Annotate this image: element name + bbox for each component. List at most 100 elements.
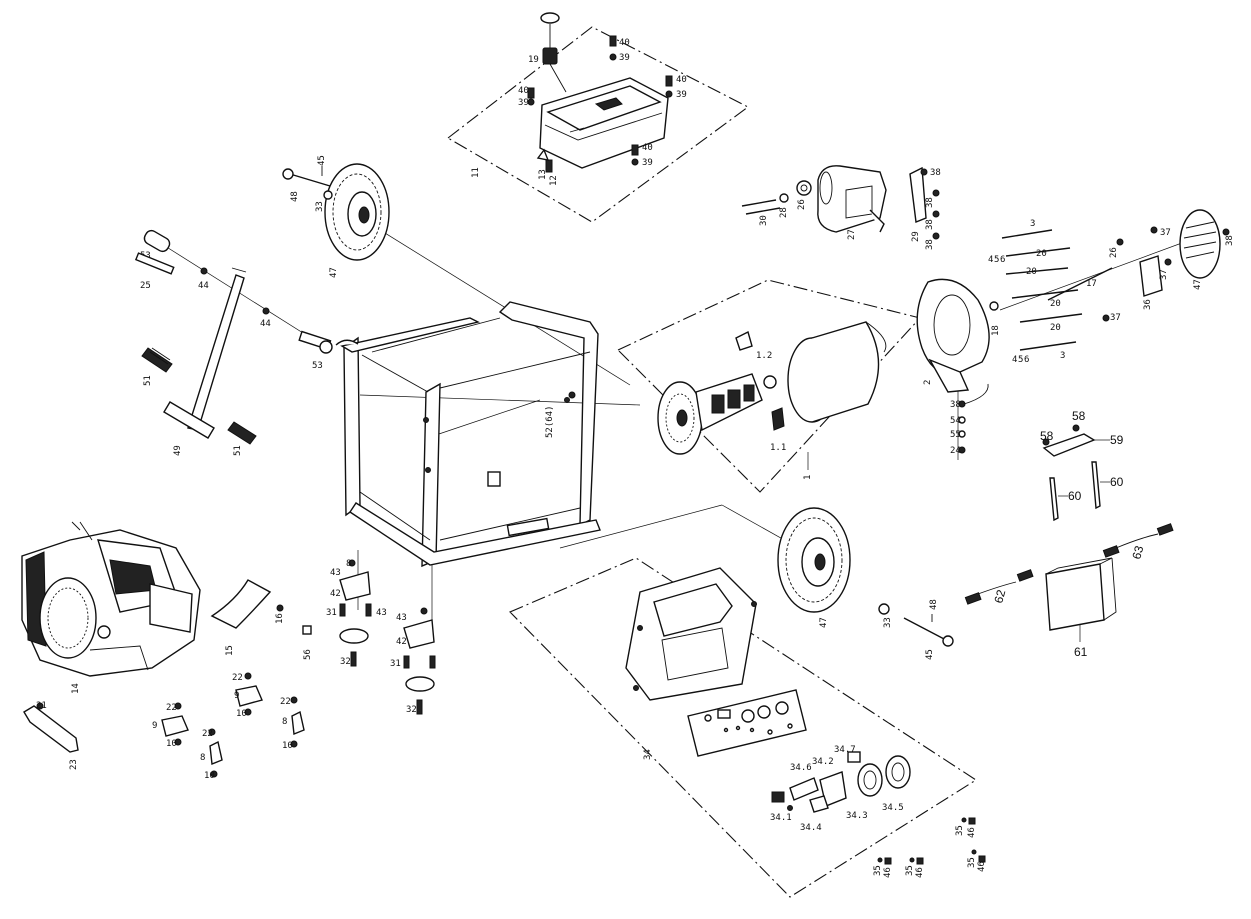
label-long-bolt-3a: 3 xyxy=(1030,219,1035,229)
label-screw-38b: 38 xyxy=(925,197,935,208)
label-screw-38c: 38 xyxy=(925,219,935,230)
label-bolt-tank-4: 40 xyxy=(642,143,653,153)
label-rod-60a: 60 xyxy=(1068,489,1082,503)
fuel-cock xyxy=(536,148,553,173)
label-frame-mount-32: 32 xyxy=(340,657,351,667)
label-handle-bolt-2: 53 xyxy=(312,361,323,371)
left-axle xyxy=(282,166,333,200)
cable-63 xyxy=(1102,523,1174,558)
handle-grip-left xyxy=(141,347,173,373)
label-nut-6b: 6 xyxy=(1024,355,1029,365)
panel-components xyxy=(771,751,911,813)
label-panel-screw-46a: 46 xyxy=(967,827,977,838)
label-panel-screw-35c: 35 xyxy=(905,865,915,876)
alternator-rotor xyxy=(657,373,777,455)
heat-shield xyxy=(909,166,927,223)
fuel-strainer xyxy=(542,47,558,65)
label-bolt-37c: 37 xyxy=(1110,313,1121,323)
label-rod-60b: 60 xyxy=(1110,475,1124,489)
label-air-deflector: 15 xyxy=(225,645,235,656)
label-handle-clip-1: 44 xyxy=(198,281,209,291)
label-plate-58b: 58 xyxy=(1072,409,1086,423)
control-panel-faceplate xyxy=(687,689,807,757)
label-fuel-cock-b: 13 xyxy=(538,169,548,180)
handle-bar xyxy=(163,267,247,439)
label-axle-right: 45 xyxy=(925,649,935,660)
battery-plate xyxy=(1042,424,1110,457)
label-frame-mount-32b: 32 xyxy=(406,705,417,715)
label-avr-24: 24 xyxy=(950,446,961,456)
label-screw-16: 16 xyxy=(275,613,285,624)
frame-mount-left xyxy=(339,559,372,667)
frame xyxy=(335,301,601,568)
label-frame-mount-42: 42 xyxy=(330,589,341,599)
label-bolt-22d: 22 xyxy=(202,729,213,739)
label-panel-34-2: 34.2 xyxy=(812,757,834,767)
label-bolt-37b: 37 xyxy=(1159,269,1169,280)
label-panel-screw-35d: 35 xyxy=(967,857,977,868)
label-wheel-right: 47 xyxy=(819,617,829,628)
label-handle-bar: 49 xyxy=(173,445,183,456)
label-frame-mount-31b: 31 xyxy=(390,659,401,669)
label-nut-10b: 10 xyxy=(166,739,177,749)
label-panel-34-5: 34.5 xyxy=(882,803,904,813)
fuel-cap xyxy=(540,12,560,24)
handle-bolt xyxy=(143,229,171,253)
label-panel-34-6: 34.6 xyxy=(790,763,812,773)
panel-screws xyxy=(877,817,986,865)
label-engine: 14 xyxy=(71,683,81,694)
label-heat-shield: 29 xyxy=(911,231,921,242)
label-handle-grip-right: 51 xyxy=(233,445,243,456)
label-bolt-37a: 37 xyxy=(1160,228,1171,238)
muffler xyxy=(817,165,887,233)
label-washer-tank-3: 39 xyxy=(676,90,687,100)
alternator-stator xyxy=(787,321,887,423)
label-bolt-20b: 20 xyxy=(1026,267,1037,277)
avr-stack xyxy=(958,383,989,454)
label-panel-34-3: 34.3 xyxy=(846,811,868,821)
handle-bolt-2 xyxy=(298,330,333,354)
label-bracket-36: 36 xyxy=(1143,299,1153,310)
label-panel-screw-46d: 46 xyxy=(977,861,987,872)
label-mount-9a: 9 xyxy=(234,691,239,701)
rear-housing xyxy=(916,278,990,393)
label-battery: 61 xyxy=(1074,645,1088,659)
label-mount-9b: 9 xyxy=(152,721,157,731)
label-frame-mount-42b: 42 xyxy=(396,637,407,647)
label-nut-6: 6 xyxy=(1000,255,1005,265)
label-handle-pin: 25 xyxy=(140,281,151,291)
label-frame-mount-31: 31 xyxy=(326,608,337,618)
label-nut-5b: 5 xyxy=(1018,355,1023,365)
label-avr-38: 38 xyxy=(950,400,961,410)
label-long-bolt-3b: 3 xyxy=(1060,351,1065,361)
label-bolt-38: 38 xyxy=(1225,235,1235,246)
label-frame-bolt-8: 8 xyxy=(346,559,351,569)
label-plate-58a: 58 xyxy=(1040,429,1054,443)
right-wheel xyxy=(777,507,851,613)
label-handle-grip-left: 51 xyxy=(143,375,153,386)
label-panel-screw-35b: 35 xyxy=(873,865,883,876)
label-brush: 1.1 xyxy=(770,443,786,453)
label-nut-10c: 10 xyxy=(282,741,293,751)
label-panel-screw-46b: 46 xyxy=(883,867,893,878)
air-deflector xyxy=(210,579,272,629)
label-bolt-22c: 22 xyxy=(280,697,291,707)
label-bolt-20c: 20 xyxy=(1050,299,1061,309)
label-axle-left: 48 xyxy=(290,191,300,202)
label-bolt-tank-1: 40 xyxy=(619,38,630,48)
label-nut-5: 5 xyxy=(994,255,999,265)
label-muffler-bolt-30: 30 xyxy=(759,215,769,226)
label-panel-screw-46c: 46 xyxy=(915,867,925,878)
frame-mount-right xyxy=(403,607,436,715)
label-bolt-tank-2: 40 xyxy=(518,86,529,96)
rotor-part-1-2 xyxy=(735,330,753,351)
label-cable-63: 63 xyxy=(1129,544,1146,561)
handle-grip-right xyxy=(227,421,257,445)
label-control-panel: 34 xyxy=(643,749,653,760)
label-fuel-cock: 12 xyxy=(549,175,559,186)
right-axle xyxy=(903,614,954,647)
label-rotor: 1.2 xyxy=(756,351,772,361)
label-avr-54: 54 xyxy=(950,416,961,426)
